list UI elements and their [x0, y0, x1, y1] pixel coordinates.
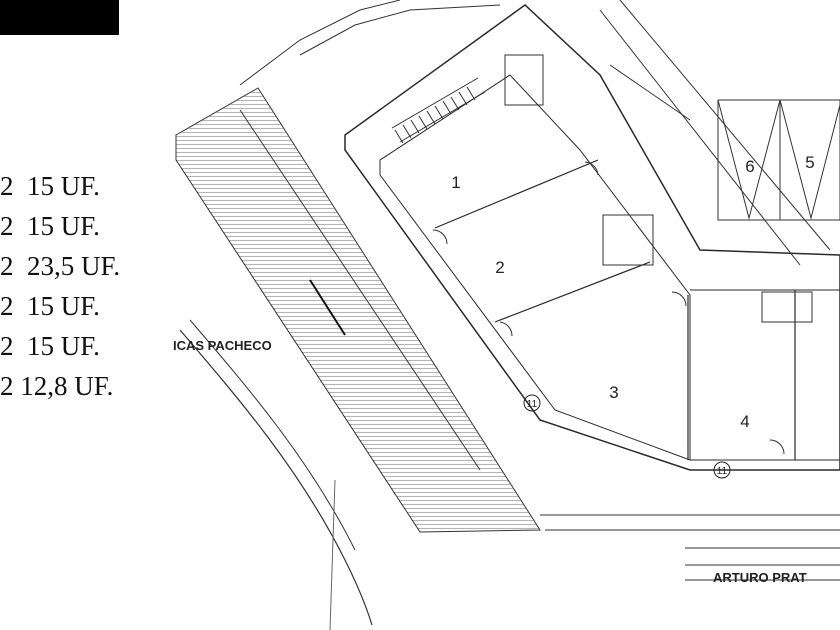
- street-name-bottom: ARTURO PRAT: [713, 570, 807, 585]
- building-inner-wall: [379, 74, 691, 461]
- price-value: 15 UF.: [27, 171, 100, 201]
- door-swing: [671, 291, 687, 307]
- door-swing: [584, 161, 599, 176]
- unit-partition: [434, 159, 599, 229]
- parking-strip: [599, 0, 831, 266]
- marker-circle: [523, 394, 541, 412]
- curved-road-edge: [179, 329, 373, 626]
- price-prefix: 2: [0, 171, 14, 201]
- hatched-slope-area: [175, 87, 541, 533]
- price-prefix: 2: [0, 211, 14, 241]
- door-swing: [769, 439, 785, 455]
- price-row: 2 15 UF.: [0, 168, 120, 208]
- redaction-block: [0, 0, 119, 35]
- marker-label: 11: [717, 466, 728, 477]
- property-boundary: [299, 4, 501, 56]
- marker-circle: [713, 461, 731, 479]
- restroom-block: [602, 214, 654, 266]
- price-row: 2 23,5 UF.: [0, 248, 120, 288]
- price-prefix: 2: [0, 371, 14, 401]
- unit-label-1: 1: [451, 173, 460, 192]
- unit-partition: [494, 261, 651, 323]
- curved-road-edge: [189, 319, 356, 551]
- price-value: 15 UF.: [27, 211, 100, 241]
- parking-bays: [717, 99, 840, 221]
- unit-price-list: 2 15 UF. 2 15 UF. 2 23,5 UF. 2 15 UF. 2 …: [0, 168, 120, 408]
- street-name-left: ICAS PACHECO: [173, 338, 272, 353]
- price-row: 2 15 UF.: [0, 208, 120, 248]
- property-boundary: [239, 0, 401, 86]
- price-prefix: 2: [0, 331, 14, 361]
- slope-reference-line: [239, 109, 481, 471]
- unit-label-4: 4: [740, 412, 749, 431]
- staircase: [391, 77, 486, 144]
- building-outline: [344, 4, 840, 471]
- price-value: 15 UF.: [27, 331, 100, 361]
- price-row: 2 15 UF.: [0, 328, 120, 368]
- price-prefix: 2: [0, 291, 14, 321]
- price-value: 12,8 UF.: [20, 371, 114, 401]
- restroom-block: [761, 291, 813, 323]
- price-value: 23,5 UF.: [27, 251, 121, 281]
- unit-label-6: 6: [745, 157, 754, 176]
- unit-label-3: 3: [609, 383, 618, 402]
- price-row: 2 12,8 UF.: [0, 368, 120, 408]
- unit-label-5: 5: [805, 153, 814, 172]
- marker-label: 11: [527, 399, 538, 410]
- survey-line: [329, 479, 336, 630]
- price-row: 2 15 UF.: [0, 288, 120, 328]
- price-value: 15 UF.: [27, 291, 100, 321]
- road-lines: [540, 514, 840, 581]
- unit-label-2: 2: [495, 258, 504, 277]
- price-prefix: 2: [0, 251, 14, 281]
- door-swing: [432, 229, 448, 245]
- restroom-block: [504, 54, 544, 106]
- slope-mark: [309, 279, 346, 336]
- door-swing: [499, 321, 513, 337]
